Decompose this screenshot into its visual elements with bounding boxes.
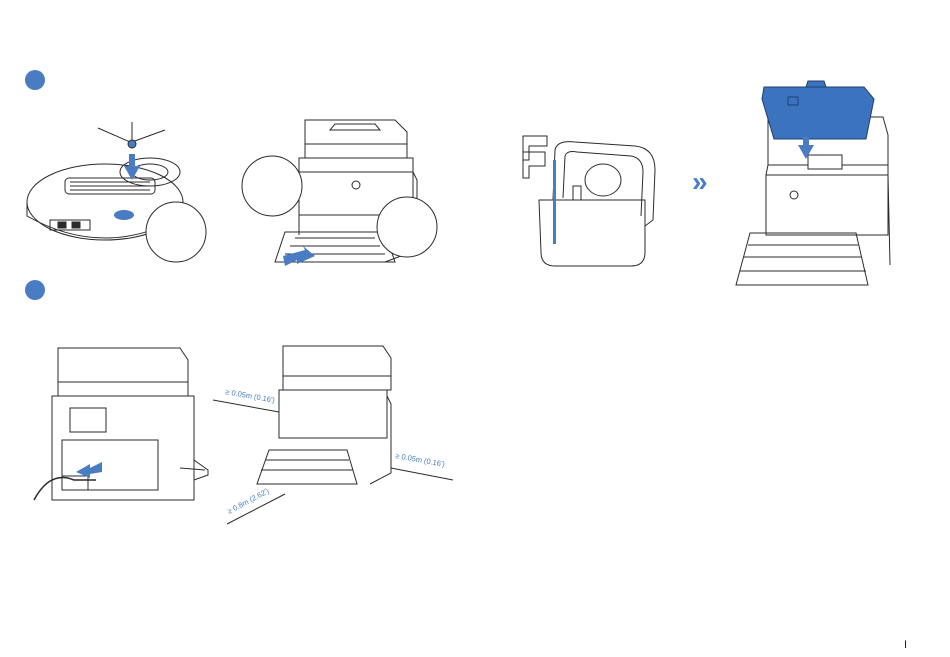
right-clearance-label: ≥ 0.05m (0.16') [395, 451, 446, 469]
step-1-dot [25, 70, 45, 90]
left-clearance-label: ≥ 0.05m (0.16') [225, 387, 276, 405]
robot-side-brush-figure [20, 120, 220, 270]
station-ramp-figure [235, 110, 445, 275]
front-clearance-label: ≥ 0.8m (2.62') [226, 486, 271, 516]
next-step-chevron-icon: » [692, 168, 708, 196]
page-number: I [904, 640, 907, 651]
step-2-dot [25, 280, 45, 300]
station-clearance-figure: ≥ 0.05m (0.16') ≥ 0.05m (0.16') ≥ 0.8m (… [205, 338, 465, 538]
dust-bin-figure [515, 130, 665, 270]
station-back-cable-figure [30, 340, 210, 515]
station-blue-tank-figure [728, 75, 898, 295]
